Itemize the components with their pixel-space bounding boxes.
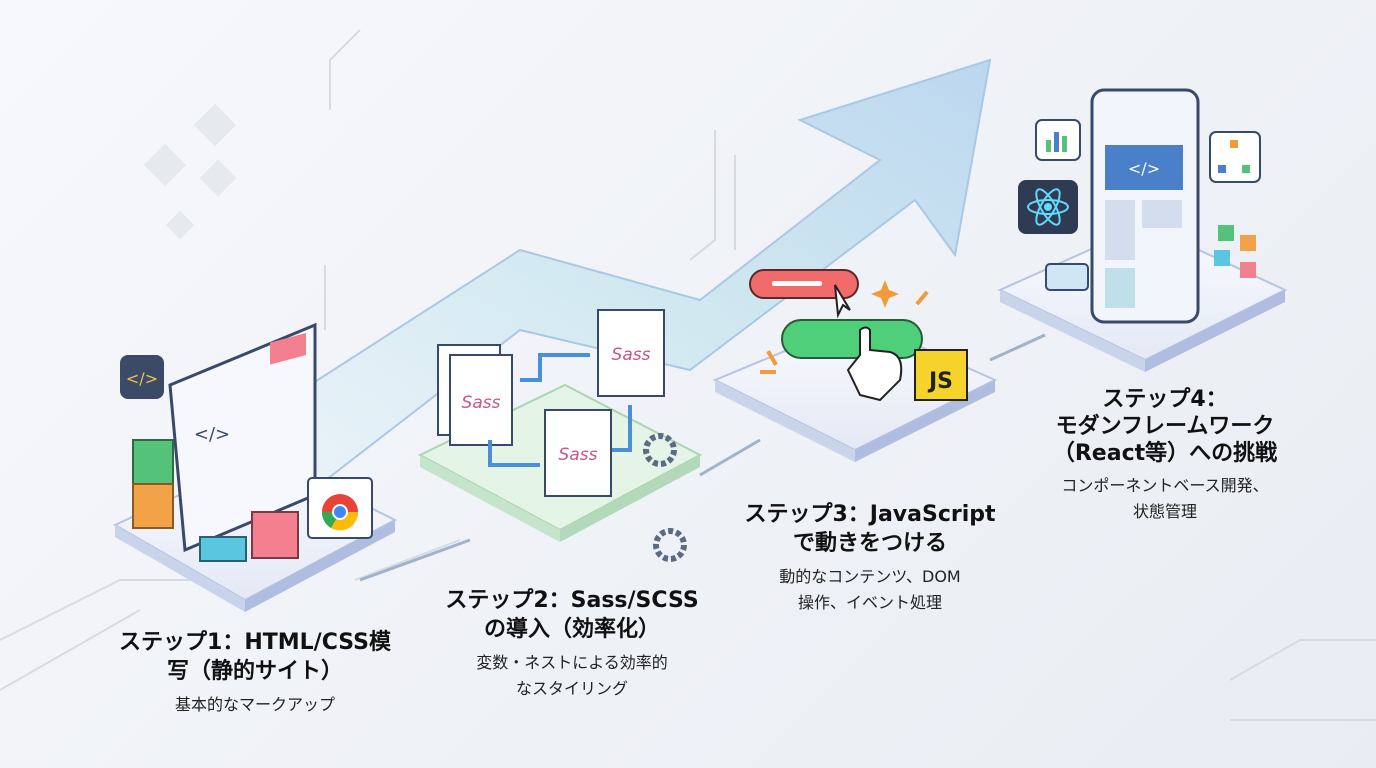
step2-title-line2: の導入（効率化） — [483, 617, 661, 642]
sass-file-stack: Sass — [437, 344, 513, 446]
js-logo: JS — [927, 369, 953, 394]
step2-subtitle-line1: 変数・ネストによる効率的 — [476, 653, 668, 672]
step3-title-line2: で動きをつける — [792, 531, 948, 556]
flow-arrows — [488, 353, 632, 467]
step3-subtitle-line2: 操作、イベント処理 — [797, 593, 943, 612]
component-cubes — [1214, 225, 1256, 278]
background-diamonds — [143, 103, 237, 240]
sass-logo: Sass — [612, 345, 651, 365]
step4-subtitle-line1: コンポーネントベース開発、 — [1061, 476, 1269, 495]
server-box-icon — [1045, 263, 1089, 291]
small-arrow-1 — [359, 538, 471, 582]
step2-subtitle: 変数・ネストによる効率的なスタイリング — [445, 650, 698, 702]
code-icon-browser: </> — [194, 424, 230, 445]
cube-green — [132, 439, 174, 485]
react-icon — [1027, 188, 1069, 226]
cube-pink — [251, 511, 299, 559]
step3-title-line1: ステップ3：JavaScript — [744, 502, 996, 527]
step1-title: ステップ1：HTML/CSS模写（静的サイト） — [119, 628, 391, 686]
cube-orange — [132, 483, 174, 529]
step4-subtitle-line2: 状態管理 — [1132, 502, 1198, 521]
step3-label: ステップ3：JavaScript で動きをつける 動的なコンテンツ、DOM 操作、イ… — [744, 500, 995, 616]
step1-title-line2: 写（静的サイト） — [166, 659, 343, 684]
sass-logo: Sass — [462, 393, 501, 413]
small-arrow-2 — [699, 438, 761, 477]
step4-title: ステップ4：モダンフレームワーク（React等）への挑戦 — [1053, 386, 1277, 467]
sass-file-top: Sass — [597, 309, 665, 397]
platform-step3: JS — [712, 269, 998, 462]
green-button — [781, 319, 923, 359]
step2-title: ステップ2：Sass/SCSS の導入（効率化） — [445, 586, 698, 644]
code-icon-tablet: </> — [1128, 159, 1160, 178]
small-arrow-3 — [989, 333, 1046, 362]
step4-subtitle: コンポーネントベース開発、状態管理 — [1053, 473, 1277, 525]
block-blue — [270, 333, 306, 365]
step4-title-line1: ステップ4： — [1102, 387, 1228, 412]
sass-file-bottom: Sass — [544, 409, 612, 497]
step2-title-line1: ステップ2：Sass/SCSS — [445, 588, 699, 613]
step2-subtitle-line2: なスタイリング — [515, 679, 629, 698]
sparkles — [760, 280, 929, 374]
step3-subtitle-line1: 動的なコンテンツ、DOM — [779, 567, 961, 586]
hand-cursor-icon — [846, 326, 903, 402]
step4-label: ステップ4：モダンフレームワーク（React等）への挑戦 コンポーネントベース開… — [1053, 386, 1277, 525]
platform-step1: </> </> — [112, 322, 398, 612]
diagram-bubble-icon — [1209, 131, 1261, 183]
step1-subtitle: 基本的なマークアップ — [174, 695, 335, 714]
step1-title-line1: ステップ1：HTML/CSS模 — [119, 630, 391, 655]
step3-subtitle: 動的なコンテンツ、DOM 操作、イベント処理 — [744, 564, 995, 616]
step3-title: ステップ3：JavaScript で動きをつける — [744, 500, 995, 558]
gear-icon — [653, 528, 687, 562]
code-badge — [120, 355, 164, 399]
cube-teal — [199, 536, 247, 562]
step2-label: ステップ2：Sass/SCSS の導入（効率化） 変数・ネストによる効率的なスタイ… — [445, 586, 698, 702]
platform-step2: Sass Sass Sass — [417, 309, 703, 562]
step4-title-line3: （React等）への挑戦 — [1052, 441, 1278, 466]
step4-title-line2: モダンフレームワーク — [1055, 414, 1275, 439]
code-icon: </> — [126, 369, 158, 388]
gear-icon — [643, 433, 677, 467]
step1-label: ステップ1：HTML/CSS模写（静的サイト） 基本的なマークアップ — [119, 628, 391, 718]
platform-step4: </> — [997, 88, 1288, 372]
js-badge — [914, 349, 968, 401]
cursor-icon — [834, 284, 851, 319]
sass-logo: Sass — [559, 445, 598, 465]
